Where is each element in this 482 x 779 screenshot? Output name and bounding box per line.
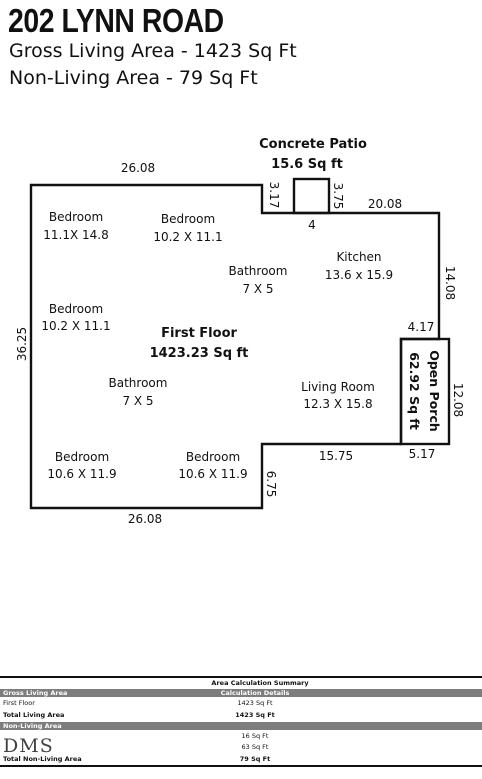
dim-porch-bottom: 5.17 bbox=[409, 447, 436, 461]
summary-top-rule bbox=[0, 676, 482, 678]
nla-label: Non-Living Area bbox=[3, 722, 62, 730]
dim-porch-right: 12.08 bbox=[451, 383, 465, 417]
room-dims: 10.2 X 11.1 bbox=[153, 230, 222, 244]
room-name: Bedroom bbox=[49, 302, 103, 316]
room-dims: 10.6 X 11.9 bbox=[178, 467, 247, 481]
porch-area: 62.92 Sq ft bbox=[407, 352, 422, 430]
patio-area: 15.6 Sq ft bbox=[271, 157, 343, 172]
room-name: Bedroom bbox=[49, 210, 103, 224]
porch-title: Open Porch bbox=[427, 350, 442, 432]
dim-patio-bottom: 4 bbox=[308, 218, 316, 232]
room-name: Living Room bbox=[301, 380, 375, 394]
summary-heading: Area Calculation Summary bbox=[211, 679, 309, 687]
summary-row: 16 Sq Ft bbox=[0, 732, 482, 740]
dim-patio-right: 3.75 bbox=[331, 183, 345, 210]
first-floor-label: First Floor bbox=[3, 699, 35, 707]
room-name: Bathroom bbox=[109, 376, 168, 390]
summary-row: Total Living Area 1423 Sq Ft bbox=[0, 711, 482, 719]
dms-logo: DMS bbox=[3, 735, 54, 757]
patio-outline bbox=[292, 177, 331, 215]
summary-nla-bar: Non-Living Area bbox=[0, 722, 482, 730]
room-name: Bedroom bbox=[55, 450, 109, 464]
patio-title: Concrete Patio bbox=[259, 137, 367, 152]
dim-top-right: 20.08 bbox=[368, 197, 402, 211]
room-dims: 12.3 X 15.8 bbox=[303, 397, 372, 411]
calc-label: Calculation Details bbox=[220, 689, 290, 697]
dim-left: 36.25 bbox=[15, 327, 29, 361]
nla-value-1: 16 Sq Ft bbox=[241, 732, 269, 740]
total-living-value: 1423 Sq Ft bbox=[235, 711, 275, 719]
dimension-labels: 26.08 3.17 3.75 4 20.08 14.08 4.17 12.08… bbox=[15, 161, 465, 526]
dim-right-upper: 14.08 bbox=[443, 266, 457, 300]
summary-bottom-rule bbox=[0, 765, 482, 767]
area-summary: Area Calculation Summary Gross Living Ar… bbox=[0, 676, 482, 768]
room-name: Bedroom bbox=[186, 450, 240, 464]
dim-patio-left: 3.17 bbox=[267, 182, 281, 209]
room-name: Bathroom bbox=[229, 264, 288, 278]
gross-living-area-text: Gross Living Area - 1423 Sq Ft bbox=[9, 40, 297, 62]
dim-porch-top: 4.17 bbox=[408, 320, 435, 334]
room-dims: 10.6 X 11.9 bbox=[47, 467, 116, 481]
summary-row: 63 Sq Ft bbox=[0, 743, 482, 751]
room-dims: 11.1X 14.8 bbox=[43, 228, 108, 242]
dim-living-bottom: 15.75 bbox=[319, 449, 353, 463]
first-floor-value: 1423 Sq Ft bbox=[237, 699, 273, 707]
floor-area: 1423.23 Sq ft bbox=[150, 346, 249, 361]
room-dims: 13.6 x 15.9 bbox=[325, 268, 393, 282]
room-labels: Bedroom 11.1X 14.8 Bedroom 10.2 X 11.1 B… bbox=[41, 210, 393, 481]
summary-row: First Floor 1423 Sq Ft bbox=[0, 699, 482, 707]
non-living-area-text: Non-Living Area - 79 Sq Ft bbox=[9, 67, 258, 89]
total-nla-value: 79 Sq Ft bbox=[239, 755, 271, 763]
gla-label: Gross Living Area bbox=[3, 689, 68, 697]
dim-bottom: 26.08 bbox=[128, 512, 162, 526]
total-living-label: Total Living Area bbox=[3, 711, 65, 719]
summary-gla-bar: Gross Living Area Calculation Details bbox=[0, 689, 482, 697]
room-name: Kitchen bbox=[336, 250, 381, 264]
floor-title: First Floor bbox=[161, 326, 237, 341]
nla-value-2: 63 Sq Ft bbox=[241, 743, 269, 751]
dim-notch-right: 6.75 bbox=[264, 471, 278, 498]
floor-plan: Concrete Patio 15.6 Sq ft First Floor 14… bbox=[15, 137, 465, 526]
property-title: 202 LYNN ROAD bbox=[8, 2, 224, 39]
room-name: Bedroom bbox=[161, 212, 215, 226]
room-dims: 7 X 5 bbox=[122, 394, 153, 408]
room-dims: 7 X 5 bbox=[242, 282, 273, 296]
porch-outline bbox=[399, 337, 451, 446]
total-nla-label: Total Non-Living Area bbox=[3, 755, 82, 763]
room-dims: 10.2 X 11.1 bbox=[41, 319, 110, 333]
dim-top-left: 26.08 bbox=[121, 161, 155, 175]
summary-row: Total Non-Living Area 79 Sq Ft bbox=[0, 755, 482, 763]
